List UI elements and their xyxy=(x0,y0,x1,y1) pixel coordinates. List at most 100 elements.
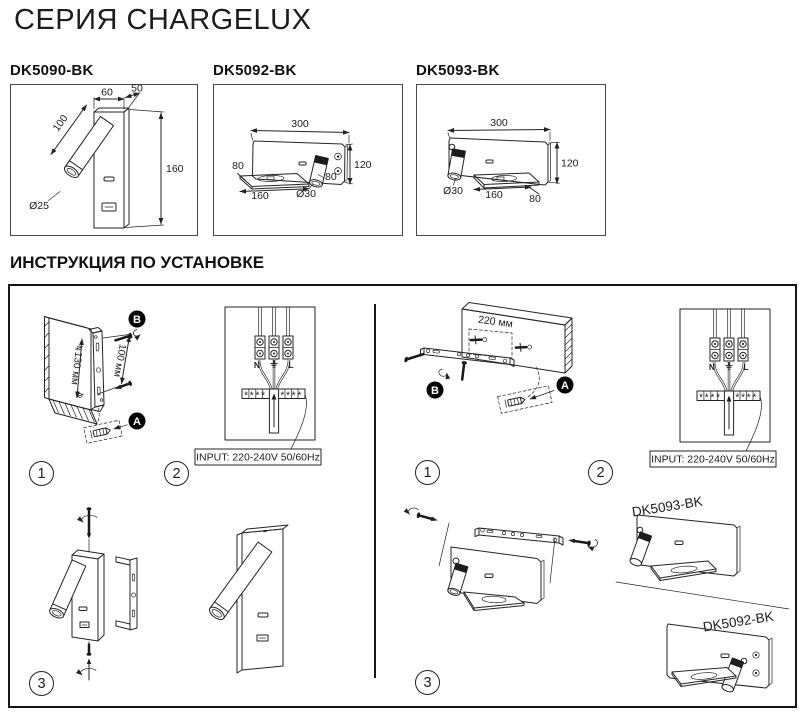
wire-curves xyxy=(257,358,291,390)
terminal-label-l: L xyxy=(288,360,293,370)
reading-spot-arm xyxy=(49,559,87,619)
product-drawing-dk5092: 300 120 80 160 80 Ø30 xyxy=(232,118,372,202)
badge-letter: B xyxy=(133,314,141,326)
label-badge-a: A xyxy=(556,376,574,394)
switch-icon xyxy=(257,612,269,618)
hatching xyxy=(44,321,95,423)
dim-label-spot-length: 80 xyxy=(325,171,337,183)
charging-tray-slot xyxy=(257,175,285,182)
drill-template-outline xyxy=(468,328,513,359)
dimension-width: 300 xyxy=(250,118,350,144)
dimension-depth: 50 xyxy=(125,83,143,108)
dim-label-screw-spacing: 100 мм xyxy=(111,343,128,378)
product-model-dk5090: DK5090-BK xyxy=(10,62,94,79)
screw-icon xyxy=(115,380,132,389)
right-step3-drawing xyxy=(403,507,598,611)
reading-spot-arm xyxy=(447,143,466,181)
button-icon xyxy=(752,651,760,659)
left-step3-drawing xyxy=(49,507,289,681)
wall-anchor-detail xyxy=(497,366,555,414)
dim-label-shelf-width: 160 xyxy=(251,190,269,202)
dim-label-depth: 50 xyxy=(131,83,143,95)
mounting-bracket xyxy=(420,347,515,367)
dimension-spot-diameter: Ø30 xyxy=(443,178,463,197)
button-icon xyxy=(334,167,342,175)
terminal-label-n: N xyxy=(709,362,715,372)
dimension-bracket-height: 130 мм xyxy=(68,338,84,398)
button-icon xyxy=(752,669,760,677)
label-badge-a: A xyxy=(128,412,146,430)
dimension-shelf-depth: 80 xyxy=(529,187,541,205)
dim-label-hole-spacing: 220 мм xyxy=(477,314,513,331)
section-title: ИНСТРУКЦИЯ ПО УСТАНОВКЕ xyxy=(10,253,265,272)
installation-guide: 130 мм 100 мм B xyxy=(8,284,797,708)
lamp-dk5092 xyxy=(666,623,773,693)
back-panel xyxy=(448,137,551,186)
lamp-assembly xyxy=(49,507,138,681)
anchor-plug-icon xyxy=(514,342,532,352)
right-step2-drawing: N L **** **** INPUT: 220-240V 50/60Hz xyxy=(649,308,777,468)
dim-label-shelf-depth: 80 xyxy=(529,193,541,205)
dim-label-spot-diameter: Ø30 xyxy=(296,188,316,200)
page-title: СЕРИЯ CHARGELUX xyxy=(14,4,312,36)
dim-label-height: 160 xyxy=(166,163,184,175)
separator-line xyxy=(615,581,790,610)
step-circle-right-3: 3 xyxy=(415,670,440,695)
product-drawing-frame-dk5093: 300 120 Ø30 160 80 xyxy=(416,84,606,236)
switch-icon xyxy=(674,540,684,545)
usb-port-icon xyxy=(256,634,269,642)
mounting-bracket xyxy=(88,327,105,412)
product-drawing-frame-dk5092: 300 120 80 160 80 Ø30 xyxy=(213,84,403,236)
rotate-arrow-icon xyxy=(587,539,598,552)
dim-label-shelf-width: 160 xyxy=(485,189,503,201)
step-circle-left-2: 2 xyxy=(164,461,189,486)
anchor-plug-icon xyxy=(469,335,487,345)
dim-label-shelf-depth: 80 xyxy=(232,160,244,172)
step-circle-left-1: 1 xyxy=(29,461,54,486)
dim-label-bracket-height: 130 мм xyxy=(68,351,83,385)
switch-icon xyxy=(484,573,494,578)
shelf xyxy=(239,173,310,190)
dimension-height: 120 xyxy=(344,143,372,185)
detail-outline xyxy=(497,385,553,414)
screw-icon xyxy=(403,507,438,521)
junction-box xyxy=(679,308,771,443)
reading-spot-arm xyxy=(447,562,469,596)
terminal-label-l: L xyxy=(743,362,748,372)
switch-icon xyxy=(78,606,88,611)
earth-ground-icon xyxy=(725,362,733,370)
result-lamps-drawing: DK5093-BK DK5092-BK xyxy=(615,494,790,693)
strip-marks: **** xyxy=(735,393,758,404)
dimension-arm-diameter: Ø25 xyxy=(29,191,61,212)
input-spec-label: INPUT: 220-240V 50/60Hz xyxy=(651,454,775,466)
rotate-arrow-icon xyxy=(403,507,419,515)
badge-letter: B xyxy=(431,385,439,397)
rotate-arrow-icon xyxy=(76,515,98,523)
usb-port-icon xyxy=(101,202,117,212)
arrow-up-icon xyxy=(271,393,277,400)
dim-label-width: 300 xyxy=(291,118,309,130)
hatching xyxy=(564,323,573,367)
button-icon xyxy=(334,152,342,161)
dim-label-arm-diameter: Ø25 xyxy=(29,200,49,212)
product-drawing-dk5090: 60 50 100 160 Ø25 xyxy=(29,83,184,229)
strip-marks: **** xyxy=(699,393,722,404)
arrow-up-icon xyxy=(86,658,92,664)
screw-icon xyxy=(75,641,97,681)
dimension-width: 300 xyxy=(447,117,551,141)
result-model-label-dk5092: DK5092-BK xyxy=(702,609,775,635)
wall: 220 мм xyxy=(461,302,573,374)
charging-tray-slot xyxy=(491,175,517,182)
mains-cable xyxy=(723,390,735,436)
step-circle-left-3: 3 xyxy=(29,671,54,696)
step-circle-right-2: 2 xyxy=(588,460,613,485)
usb-port-icon xyxy=(79,621,90,628)
dimension-shelf-width: 160 xyxy=(239,186,310,202)
earth-ground-icon xyxy=(270,360,278,368)
detail-outline xyxy=(83,419,123,444)
charging-tray-slot xyxy=(690,672,718,680)
mounting-bracket xyxy=(115,556,138,631)
usb-port-icon xyxy=(266,176,275,180)
dimension-spot-length: 80 xyxy=(317,171,337,183)
alignment-line xyxy=(438,522,450,567)
